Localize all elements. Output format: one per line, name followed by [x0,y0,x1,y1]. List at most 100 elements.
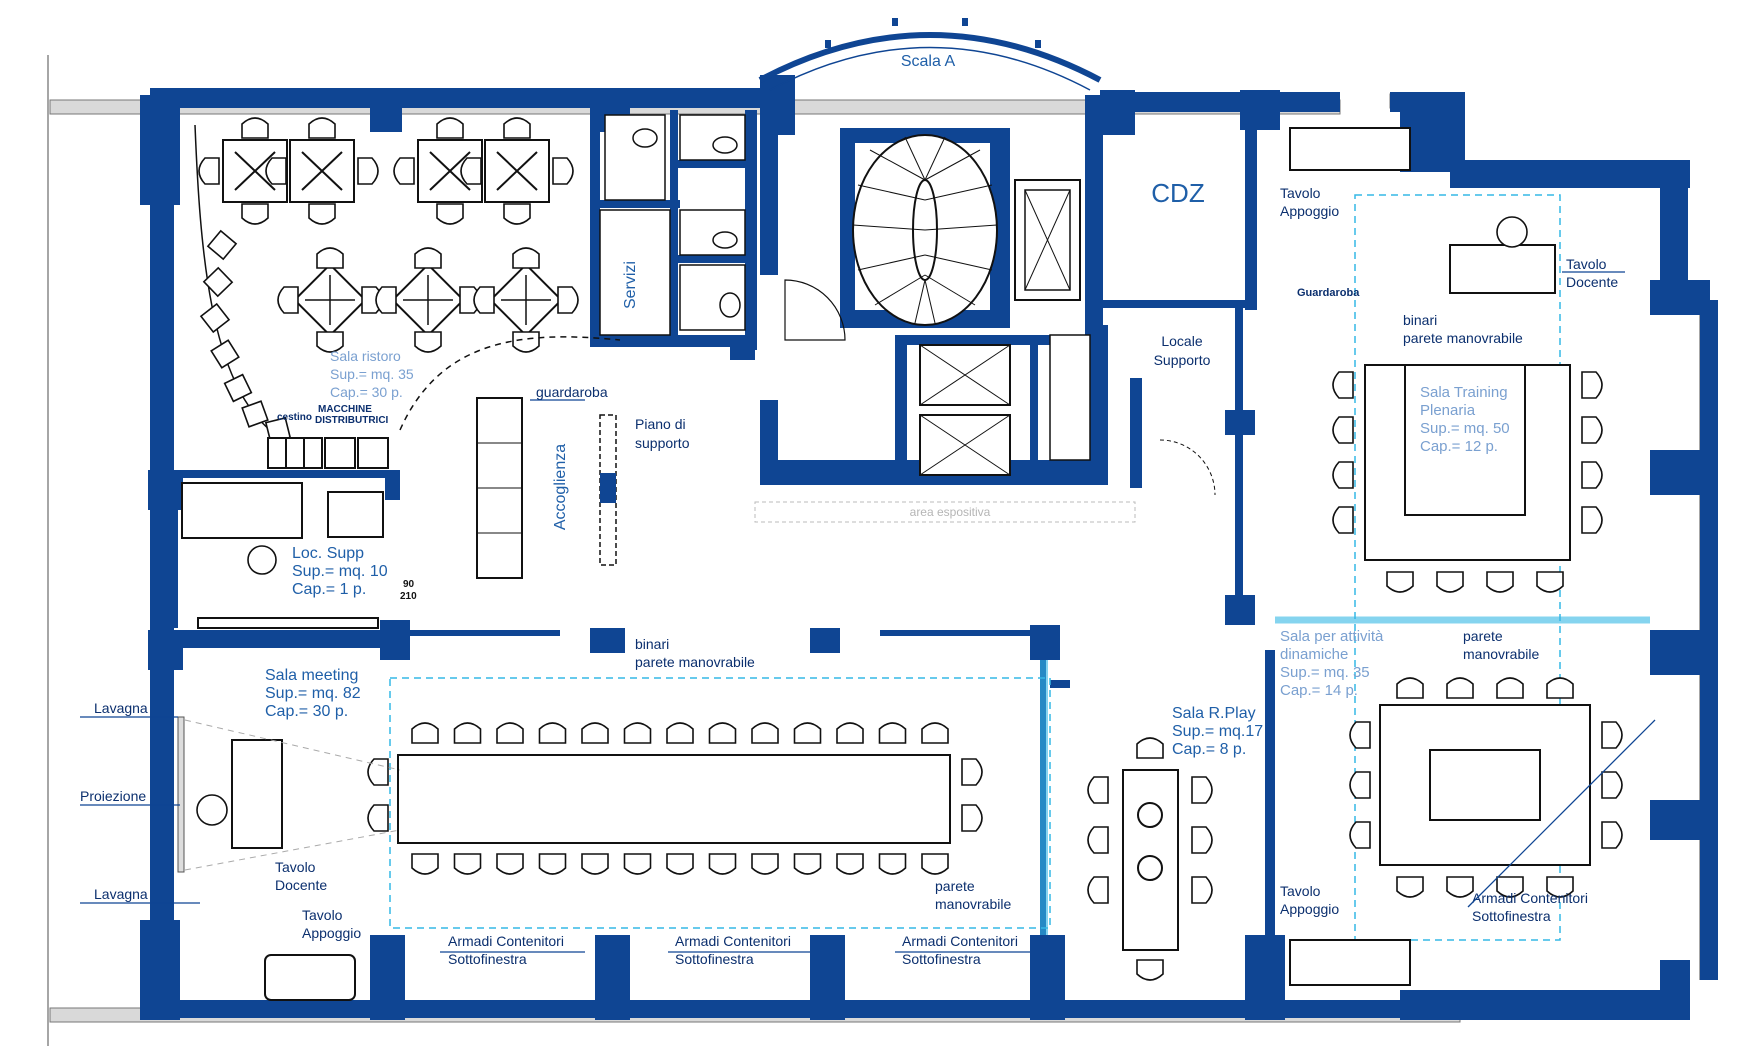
locale-supporto-2: Supporto [1154,352,1211,368]
chair [316,247,344,269]
ristoro-stool [202,266,234,298]
meeting-name: Sala meeting [265,667,358,684]
servizi-label: Servizi [622,261,639,309]
vending-machines [267,437,389,469]
chair [1546,876,1574,898]
attivita-name: Sala per attività [1280,628,1384,645]
meeting-binari-2: parete manovrabile [635,654,755,670]
chair [496,722,524,744]
lavagna-label-2: Lavagna [94,886,148,902]
ristoro-stool [199,302,231,334]
chair [393,157,415,185]
chair [1601,721,1623,749]
chair [666,722,694,744]
meeting-parete-2: manovrabile [935,896,1011,912]
area-espositiva-label: area espositiva [910,505,991,519]
accoglienza-desk [476,397,617,579]
ristoro-stools [199,229,292,444]
meeting-table [397,754,951,844]
chair [793,853,822,875]
armadi-1-line1: Armadi Contenitori [448,933,564,949]
chair [1486,571,1514,593]
training-tavolo-docente-1: Tavolo [1566,256,1607,272]
stair-label: Scala A [901,53,956,70]
armadi-3-line1: Armadi Contenitori [902,933,1018,949]
meeting-cap: Cap.= 30 p. [265,703,348,720]
meeting-chairs [367,722,983,875]
training-binari-1: binari [1403,312,1437,328]
chair [436,203,464,225]
cestino-label: cestino [277,412,312,423]
chair [1349,821,1371,849]
ristoro-stool [241,400,269,428]
chair [1536,571,1564,593]
chair [581,853,609,875]
chair [308,203,336,225]
chair [1349,771,1371,799]
chair [1396,677,1424,699]
door-dim-2: 210 [400,591,417,602]
attivita-tavolo-appoggio-1: Tavolo [1280,883,1321,899]
chair [503,117,531,139]
armadi-1-line2: Sottofinestra [448,951,527,967]
chair [961,804,983,832]
chair [552,157,574,185]
ristoro-stool [223,373,253,403]
chair [316,331,344,353]
chair [1191,876,1213,904]
chair [473,286,495,314]
chair [453,853,482,875]
chair [1496,876,1524,898]
chair [538,722,567,744]
chair [503,203,531,225]
macchine-label-2: DISTRIBUTRICI [315,415,389,426]
chair [453,722,482,744]
meeting-sup: Sup.= mq. 82 [265,685,361,702]
chair [1581,371,1603,399]
attivita-name2: dinamiche [1280,646,1348,663]
chair [265,157,287,185]
attivita-chairs [1349,677,1623,898]
chair [751,853,779,875]
chair [1332,506,1354,534]
chair [1332,416,1354,444]
rplay-name: Sala R.Play [1172,705,1256,722]
chair [414,247,442,269]
chair [921,853,949,875]
training-name2: Plenaria [1420,402,1476,419]
training-teacher-desk [1289,127,1556,294]
loc-supp-furniture [181,482,384,629]
training-u-table [1364,364,1571,561]
chair [241,203,269,225]
area-espositiva-box [754,501,1136,523]
training-tavolo-appoggio-1: Tavolo [1280,185,1321,201]
bathroom-fixtures [599,114,746,336]
door-swing-dashed [1159,439,1216,496]
chair [1581,416,1603,444]
spiral-staircase [852,134,998,326]
chair [961,758,983,786]
guardaroba-label: guardaroba [536,384,608,400]
chair [836,722,864,744]
chair [581,722,609,744]
chair [1386,571,1414,593]
training-sup: Sup.= mq. 50 [1420,420,1510,437]
chair [1546,677,1574,699]
chair [241,117,269,139]
chair [1496,677,1524,699]
chair [512,331,540,353]
chair [1332,461,1354,489]
chair [411,853,439,875]
chair [538,853,567,875]
meeting-dashed-area [389,677,1051,929]
loc-supp-name: Loc. Supp [292,545,364,562]
chair [277,286,299,314]
chair [308,117,336,139]
chair [496,853,524,875]
ristoro-sup: Sup.= mq. 35 [330,366,414,382]
chair [623,853,652,875]
chair [1191,776,1213,804]
chair [1087,826,1109,854]
chair [411,722,439,744]
attivita-cap: Cap.= 14 p. [1280,682,1358,699]
